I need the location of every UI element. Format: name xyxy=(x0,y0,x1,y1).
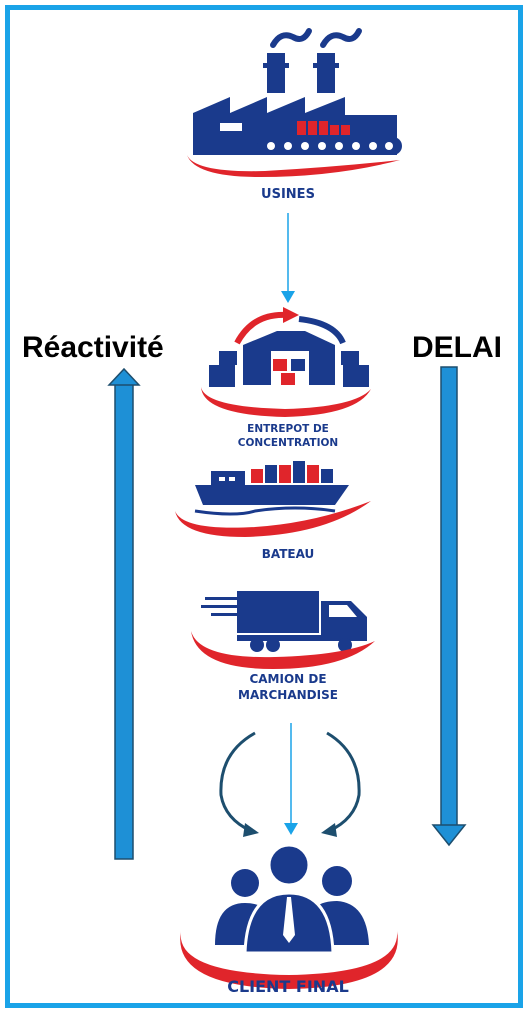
usines-label: USINES xyxy=(261,187,315,202)
client-final-label: CLIENT FINAL xyxy=(227,977,349,996)
people-icon xyxy=(180,843,398,989)
reactivite-arrow xyxy=(107,367,141,860)
entrepot-label: ENTREPOT DE CONCENTRATION xyxy=(237,423,339,449)
camion-label: CAMION DE MARCHANDISE xyxy=(238,672,338,702)
diagram-frame: USINES ENTREPOT DE CONCENTRATION BATEAU … xyxy=(5,5,523,1008)
warehouse-icon xyxy=(201,307,371,417)
arrow-usines-to-entrepot xyxy=(281,213,295,303)
reactivite-label: Réactivité xyxy=(22,331,164,364)
frame-border xyxy=(5,5,523,1008)
arrows-to-client xyxy=(219,723,361,837)
factory-icon xyxy=(187,28,402,177)
delai-arrow xyxy=(431,366,467,847)
truck-icon xyxy=(191,591,375,669)
diagram-canvas xyxy=(5,5,523,1008)
delai-label: DELAI xyxy=(412,331,502,364)
bateau-label: BATEAU xyxy=(261,547,315,561)
ship-icon xyxy=(175,461,371,537)
